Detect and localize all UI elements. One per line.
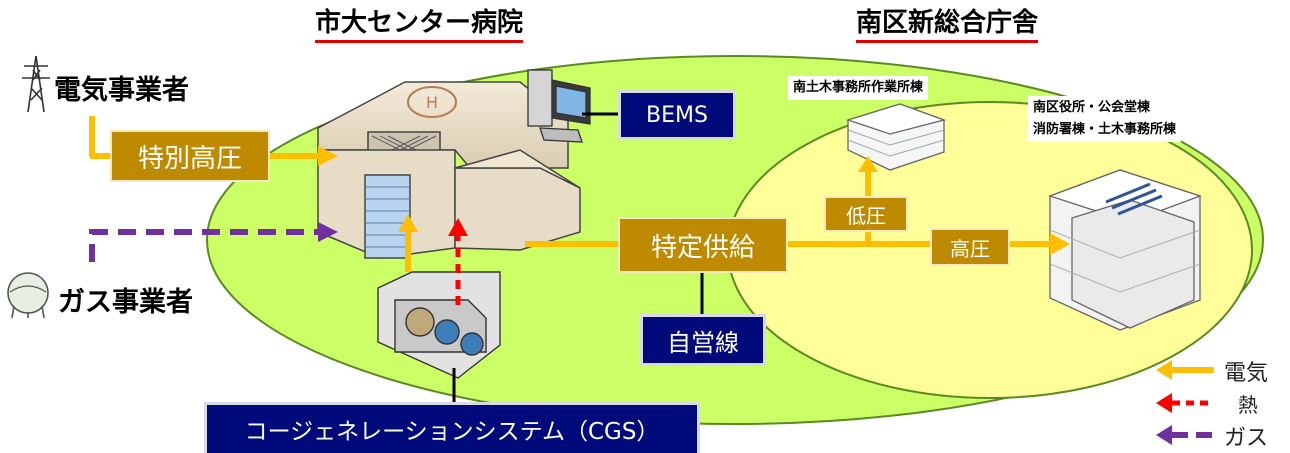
legend-electricity-label: 電気 [1224,361,1269,386]
ward-office-building [1048,169,1202,331]
gas-flow-lines [89,229,318,262]
gas-supplier-label: ガス事業者 [58,287,193,318]
civil-works-annex-building [845,103,947,171]
svg-text:H: H [426,93,438,112]
electricity-arrowheads [318,146,1070,255]
hospital-title: 市大センター病院 [315,6,524,43]
gas-arrowhead [318,222,338,242]
low-voltage-box: 低圧 [824,196,908,232]
cgs-box: コージェネレーションシステム（CGS） [204,402,700,453]
ward-office-title: 南区新総合庁舎 [856,6,1039,43]
legend-arrows [1156,360,1214,445]
cgs-generator-unit [377,271,501,379]
computer-icon [527,69,591,143]
special-high-voltage-box: 特別高圧 [110,130,270,182]
power-tower-icon [22,55,50,113]
gas-tank-icon [7,272,49,319]
legend-heat-label: 熱 [1238,393,1258,417]
specific-supply-box: 特定供給 [618,217,788,273]
electricity-flow-lines [89,116,1052,272]
electric-supplier-label: 電気事業者 [54,75,189,106]
civil-works-annex-label: 南土木事務所作業所棟 [788,76,929,100]
bems-box: BEMS [618,90,736,140]
heat-arrowhead [448,218,468,236]
ward-office-label-line2: 消防署棟・土木事務所棟 [1028,118,1182,142]
legend-gas-label: ガス [1224,426,1269,451]
ward-office-label-line1: 南区役所・公会堂棟 [1028,96,1156,120]
high-voltage-box: 高圧 [930,228,1010,266]
hospital-building: H [317,81,581,259]
private-line-box: 自営線 [640,314,766,366]
connector-lines [452,112,704,404]
